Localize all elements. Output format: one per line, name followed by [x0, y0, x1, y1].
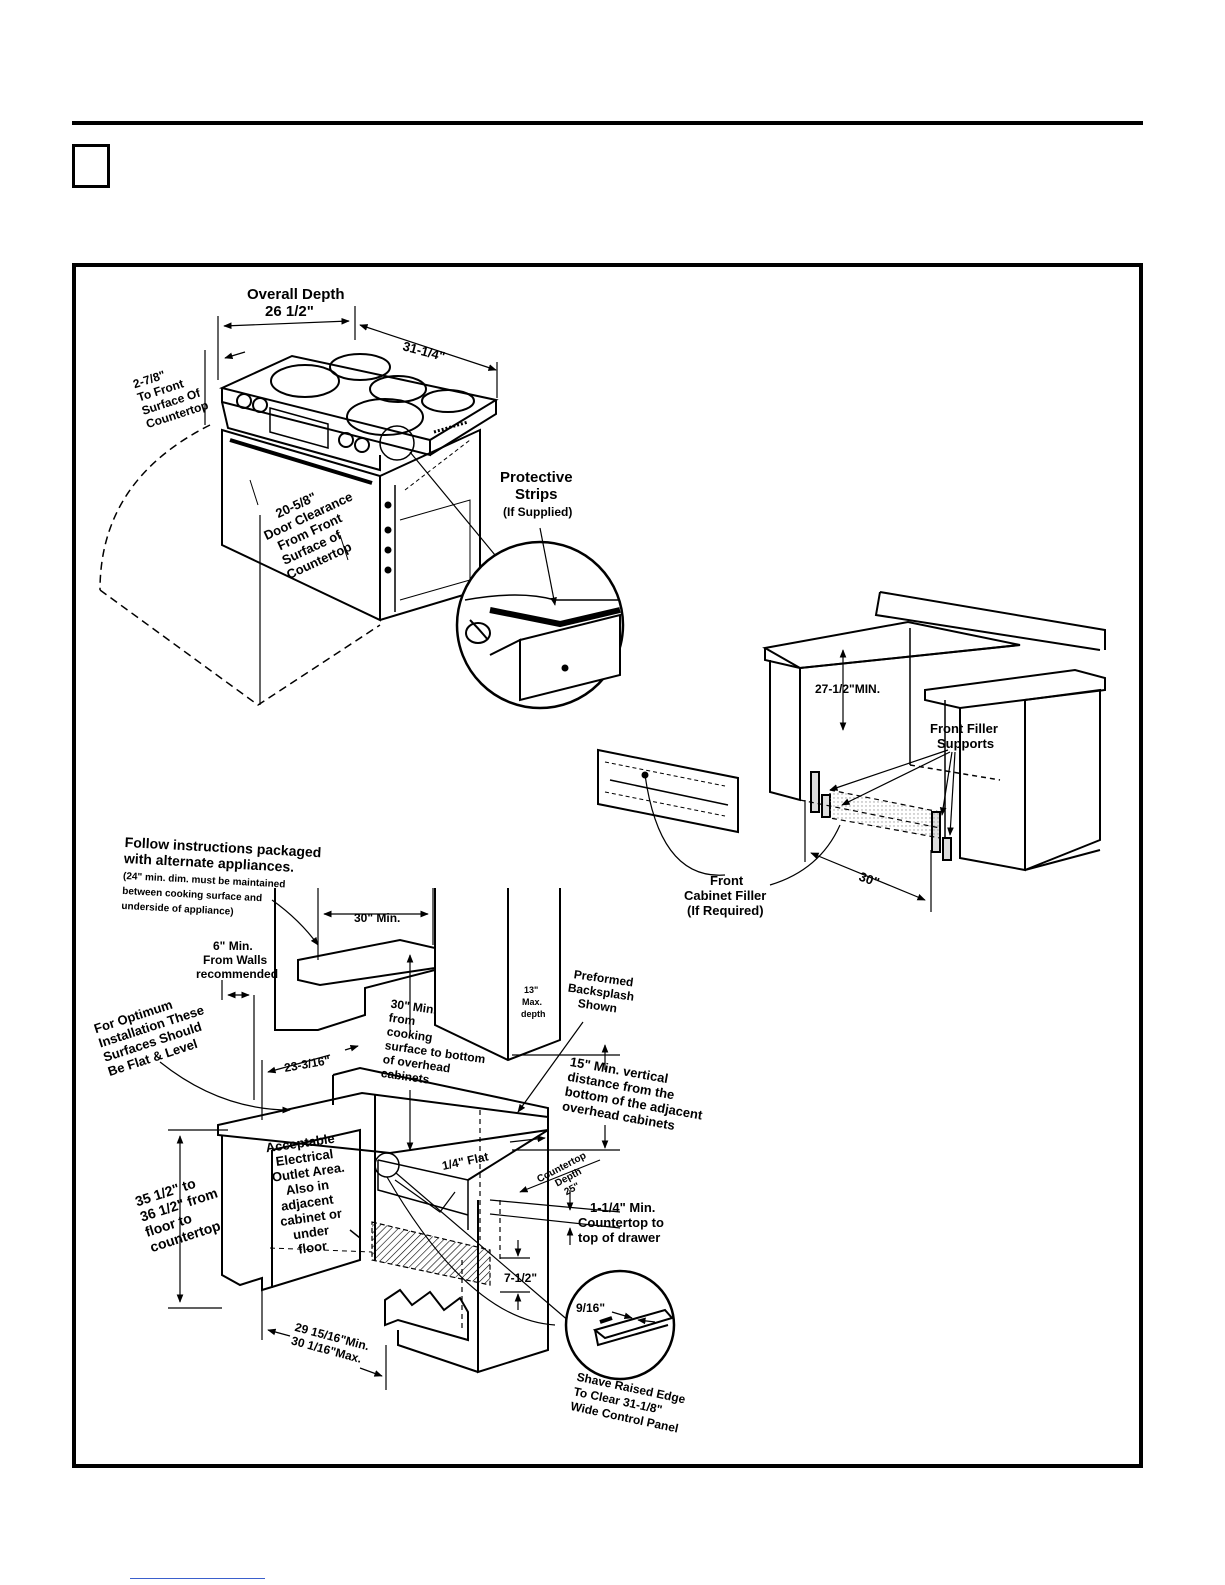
outlet-line7: under: [292, 1222, 330, 1242]
min-27-label: 27-1/2"MIN.: [815, 682, 880, 696]
step-number-box: [72, 144, 110, 188]
protective-line3: (If Supplied): [503, 505, 572, 519]
drawer-line3: top of drawer: [578, 1230, 660, 1245]
min30-vert-line1: 30" Min.: [390, 997, 438, 1017]
kitchen-install-illustration: [217, 888, 571, 1374]
d916-label: 9/16": [576, 1301, 605, 1315]
min30-vert-line2: from: [388, 1011, 416, 1029]
front-cabinet-filler-panel: [597, 748, 841, 886]
kitchen-dimensions: [159, 888, 621, 1390]
filler-supports-line2: Supports: [937, 736, 994, 751]
shave-edge-detail: [564, 1269, 676, 1381]
six-min-line1: 6" Min.: [213, 939, 253, 953]
header-rule: [72, 121, 1143, 125]
protective-line1: Protective: [500, 469, 573, 486]
min30-vert-line3: cooking: [386, 1024, 434, 1044]
backsplash-line3: Shown: [577, 996, 618, 1015]
protective-strip-detail: [455, 527, 625, 710]
six-min-line2: From Walls: [203, 953, 268, 967]
cabinet-opening-illustration: [762, 591, 1106, 912]
outlet-line5: adjacent: [280, 1191, 335, 1213]
six-min-line3: recommended: [196, 967, 278, 981]
protective-line2: Strips: [515, 486, 558, 503]
overall-depth-title: Overall Depth: [247, 286, 345, 303]
footer-link-underline: [130, 1578, 265, 1579]
flat-label: 1/4" Flat: [441, 1149, 490, 1172]
cabinet-labels: 27-1/2"MIN. Front Filler Supports Front …: [684, 682, 998, 918]
max13-line1: 13": [524, 985, 538, 995]
d23-label: 23-3/16": [283, 1053, 331, 1075]
filler-supports-line1: Front Filler: [930, 721, 998, 736]
min30-width-label: 30" Min.: [354, 911, 400, 925]
max13-line3: depth: [521, 1009, 546, 1019]
drawer-line1: 1-1/4" Min.: [590, 1200, 655, 1215]
width-30-label: 30": [857, 869, 882, 890]
front-filler-line1: Front: [710, 873, 744, 888]
min30-vert-line6: cabinets: [380, 1066, 430, 1087]
range-illustration: [99, 306, 499, 706]
front-filler-line3: (If Required): [687, 903, 764, 918]
diagram-frame: [72, 263, 1143, 1468]
front-filler-line2: Cabinet Filler: [684, 888, 766, 903]
drawer-line2: Countertop to: [578, 1215, 664, 1230]
overall-depth-value: 26 1/2": [265, 303, 314, 320]
follow-line5: underside of appliance): [121, 901, 234, 918]
width-31-label: 31-1/4": [401, 338, 446, 364]
max13-line2: Max.: [522, 997, 542, 1007]
d712-label: 7-1/2": [504, 1271, 537, 1285]
outlet-line8: floor: [297, 1238, 328, 1257]
outlet-line4: Also in: [285, 1177, 330, 1198]
